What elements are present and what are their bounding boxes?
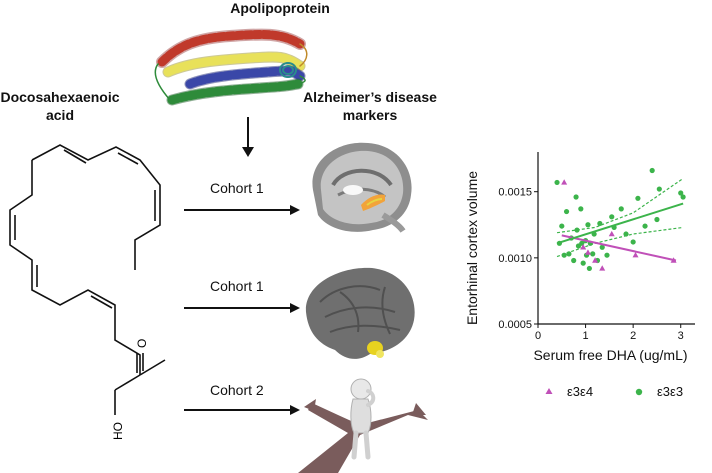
- e3e3-data-point: [571, 257, 577, 264]
- e3e3-data-point: [649, 167, 655, 174]
- apolipoprotein-structure-illustration: [154, 28, 308, 106]
- e3e3-data-point: [573, 194, 579, 200]
- e3e3-fit-line: [556, 202, 684, 245]
- legend-e3e4-marker: [545, 388, 553, 394]
- x-tick-label: 2: [630, 330, 636, 342]
- x-axis-label: Serum free DHA (ug/mL): [533, 347, 687, 363]
- legend-e3e3-label: ε3ε3: [657, 384, 683, 399]
- e3e3-data-point: [618, 206, 624, 212]
- e3e3-ci-upper-line: [556, 177, 684, 234]
- dha-title: Docosahexaenoic acid: [0, 88, 120, 124]
- e3e3-data-point: [590, 251, 596, 257]
- e3e3-data-point: [678, 190, 684, 196]
- e3e3-ci-lower-line: [556, 226, 684, 258]
- x-tick-label: 3: [678, 330, 684, 342]
- e3e4-data-point: [592, 257, 599, 263]
- dha-molecule-structure: O HO: [9, 144, 166, 440]
- e3e3-data-point: [585, 222, 591, 228]
- cohort-1-arrow-a: [184, 205, 300, 215]
- crossroads-figure-illustration: [298, 378, 428, 473]
- y-tick-label: 0.0010: [498, 253, 532, 265]
- e3e4-data-point: [599, 265, 606, 271]
- e3e3-data-point: [586, 265, 592, 272]
- e3e4-fit-line: [561, 234, 677, 262]
- cohort-2-arrow: [184, 405, 300, 415]
- ad-markers-title: Alzheimer’s disease markers: [290, 88, 450, 124]
- e3e4-data-point: [561, 179, 568, 185]
- e3e3-data-point: [609, 214, 615, 220]
- e3e3-data-point: [597, 220, 603, 227]
- e3e4-data-point: [632, 252, 639, 258]
- e3e3-data-point: [559, 223, 565, 229]
- brain-mri-sagittal-image: [312, 142, 412, 233]
- e3e3-data-point: [630, 239, 636, 245]
- e3e3-data-point: [566, 251, 572, 257]
- e3e4-data-point: [608, 230, 615, 237]
- cohort-1-label-b: Cohort 1: [210, 278, 264, 294]
- e3e3-data-point: [580, 260, 586, 266]
- e3e3-data-point: [623, 231, 629, 237]
- e3e4-data-point: [584, 249, 591, 255]
- cohort-1-arrow-b: [184, 303, 300, 313]
- e3e3-data-point: [563, 208, 570, 215]
- ad-markers-title-line1: Alzheimer’s disease: [303, 89, 437, 105]
- x-tick-label: 0: [535, 330, 541, 342]
- y-tick-label: 0.0005: [498, 319, 532, 331]
- dha-hydroxyl-label: HO: [111, 422, 125, 440]
- e3e3-data-point: [642, 223, 648, 229]
- cohort-2-label: Cohort 2: [210, 382, 264, 398]
- dha-title-line1: Docosahexaenoic: [0, 89, 120, 105]
- e3e3-data-point: [680, 194, 686, 200]
- e3e3-data-point: [554, 179, 560, 186]
- apolipoprotein-title: Apolipoprotein: [230, 0, 330, 16]
- e3e4-data-point: [580, 244, 587, 250]
- e3e3-data-point: [654, 216, 660, 223]
- e3e3-data-point: [574, 227, 580, 233]
- legend-e3e3-marker: [635, 388, 643, 396]
- e3e3-data-point: [578, 206, 584, 212]
- protein-down-arrow: [242, 117, 254, 157]
- e3e3-data-point: [656, 186, 662, 192]
- e3e3-data-point: [599, 244, 605, 250]
- x-tick-label: 1: [583, 330, 589, 342]
- y-axis-label: Entorhinal cortex volume: [464, 171, 480, 325]
- e3e3-data-point: [561, 252, 567, 258]
- dha-oxygen-label: O: [135, 339, 149, 348]
- e3e3-data-point: [604, 252, 610, 258]
- legend-e3e4-label: ε3ε4: [567, 384, 593, 399]
- brain-cortical-surface-image: [305, 267, 415, 359]
- cohort-1-label-a: Cohort 1: [210, 180, 264, 196]
- ad-markers-title-line2: markers: [342, 107, 398, 123]
- dha-title-line2: acid: [45, 107, 74, 123]
- e3e3-data-point: [635, 195, 641, 201]
- y-tick-label: 0.0015: [498, 187, 532, 199]
